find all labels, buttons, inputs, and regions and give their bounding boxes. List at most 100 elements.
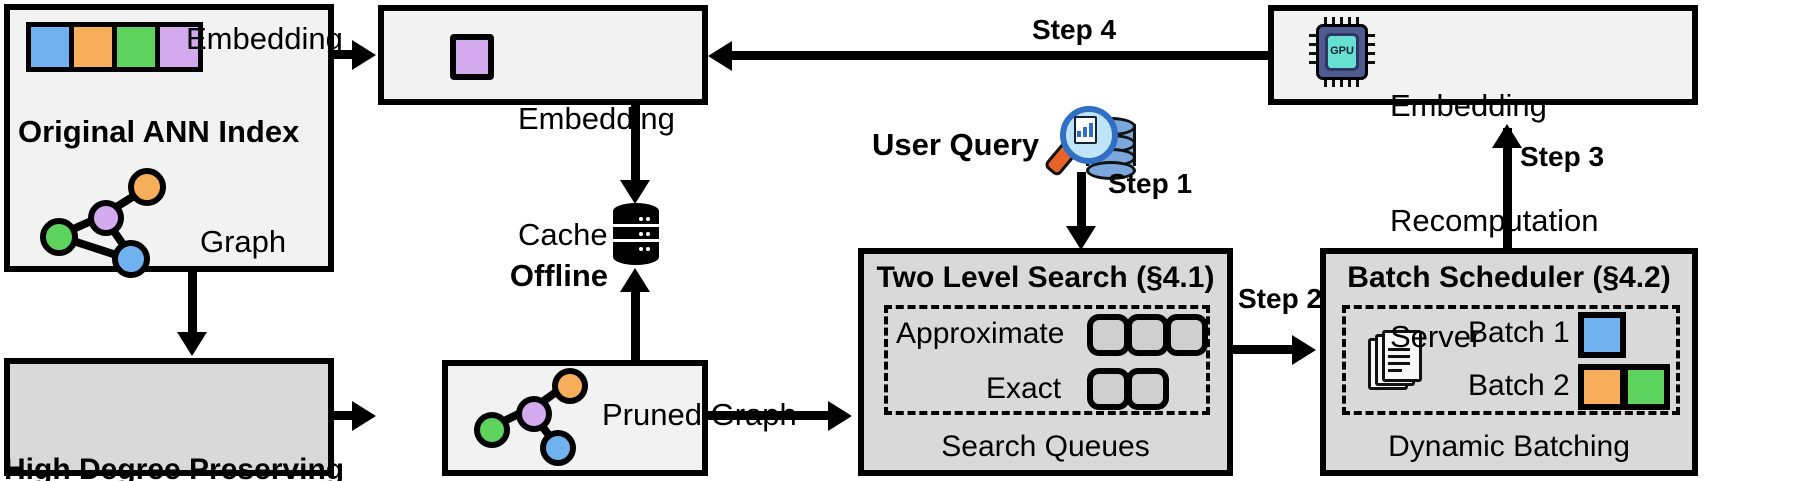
- chip-pin: [1348, 79, 1351, 87]
- chip-pin: [1367, 43, 1375, 46]
- query-chart-bar: [1083, 127, 1087, 137]
- arrow-step2-line: [1233, 345, 1299, 354]
- search-queues-footer: Search Queues: [941, 430, 1150, 463]
- chip-pin: [1340, 79, 1343, 87]
- chip-pin: [1356, 79, 1359, 87]
- embedding-cache-swatch: [450, 34, 494, 80]
- documents-icon: [1368, 330, 1424, 392]
- chip-pin: [1367, 34, 1375, 37]
- recomputation-server-line3: Server: [1390, 318, 1482, 354]
- document-text-line: [1388, 355, 1410, 358]
- arrow-step1-line: [1077, 172, 1086, 234]
- graph-pruning-box: [4, 358, 334, 476]
- arrow-step3-line: [1503, 128, 1512, 250]
- chip-pin: [1348, 17, 1351, 25]
- graph-pruning-title: High Degree Preserving Graph Pruning (§5…: [4, 374, 345, 481]
- chip-gpu-text: GPU: [1330, 45, 1354, 57]
- database-cylinder-icon: [613, 203, 659, 265]
- embedding-cell-orange: [74, 27, 117, 67]
- two-level-search-title: Two Level Search (§4.1): [876, 261, 1215, 294]
- query-db-ring: [1086, 161, 1136, 180]
- arrow-pruning-to-pruned-head: [352, 401, 376, 431]
- dynamic-batching-dashed-area: [1342, 305, 1680, 415]
- graph-node-purple: [516, 396, 552, 432]
- chip-pin: [1309, 34, 1317, 37]
- search-row-exact-label: Exact: [986, 372, 1062, 405]
- batch-2-cell-green: [1622, 364, 1670, 410]
- recomputation-server-line2: Recomputation: [1390, 203, 1599, 239]
- embedding-cell-green: [117, 27, 160, 67]
- arrow-pruned-to-storage-line: [631, 290, 640, 362]
- graph-pruning-line1: High Degree Preserving: [4, 452, 345, 481]
- arrow-pruned-to-storage-head: [620, 268, 650, 292]
- chip-pin: [1324, 79, 1327, 87]
- cylinder-dot: [646, 217, 650, 221]
- chip-pin: [1332, 17, 1335, 25]
- approximate-queue-slot: [1087, 314, 1130, 356]
- chip-pin: [1367, 61, 1375, 64]
- original-graph-icon: [40, 168, 166, 278]
- original-ann-index-title: Original ANN Index: [18, 114, 300, 149]
- batch-1-label: Batch 1: [1468, 316, 1570, 349]
- chip-die: [1325, 33, 1359, 71]
- chip-pin: [1309, 43, 1317, 46]
- graph-node-blue: [112, 240, 150, 278]
- graph-node-purple: [88, 200, 124, 236]
- embedding-vector-swatch: [26, 22, 203, 72]
- exact-queue-slot: [1087, 368, 1130, 410]
- arrow-pruning-to-pruned-line: [334, 411, 364, 420]
- arrow-index-to-cache-line: [334, 50, 364, 59]
- batch-scheduler-title: Batch Scheduler (§4.2): [1347, 261, 1671, 294]
- approximate-queue-slot: [1165, 314, 1208, 356]
- cylinder-dot: [639, 232, 643, 236]
- document-text-line: [1388, 348, 1410, 351]
- approximate-queue-slot: [1126, 314, 1169, 356]
- cylinder-ring: [613, 224, 659, 227]
- arrow-pruned-to-search-line: [708, 411, 836, 420]
- chip-pin: [1332, 79, 1335, 87]
- arrow-step2-head: [1292, 335, 1316, 365]
- embedding-cache-title-line1: Embedding: [518, 100, 675, 136]
- graph-node-orange: [128, 168, 166, 206]
- embedding-cell-blue: [31, 27, 74, 67]
- step-2-label: Step 2: [1238, 283, 1323, 314]
- arrow-step4-head: [708, 41, 732, 71]
- embedding-cache-title-line2: Cache: [518, 216, 608, 252]
- recomputation-server-title: Embedding Recomputation Server: [1390, 10, 1599, 433]
- arrow-step1-head: [1066, 226, 1096, 250]
- gpu-chip-icon: GPU: [1309, 17, 1375, 87]
- embedding-cache-title: Embedding Cache: [518, 22, 675, 332]
- graph-label: Graph: [200, 224, 287, 259]
- step-3-label: Step 3: [1520, 141, 1605, 172]
- chip-pin: [1367, 52, 1375, 55]
- embedding-cell-purple: [160, 27, 198, 67]
- arrow-pruned-to-search-head: [828, 401, 852, 431]
- cylinder-dot: [646, 247, 650, 251]
- cylinder-dot: [646, 232, 650, 236]
- arrow-step4-line: [730, 51, 1268, 60]
- arrow-step3-head: [1492, 124, 1522, 148]
- embedding-cache-box: [378, 5, 708, 105]
- chip-pin: [1356, 17, 1359, 25]
- two-level-search-box: [858, 248, 1233, 476]
- exact-queue-slot: [1126, 368, 1169, 410]
- batch-2-label: Batch 2: [1468, 369, 1570, 402]
- query-chart-bar: [1077, 131, 1081, 137]
- chip-pin: [1309, 61, 1317, 64]
- document-text-line: [1388, 362, 1410, 365]
- cylinder-ring: [613, 239, 659, 242]
- chip-pin: [1324, 17, 1327, 25]
- graph-node-blue: [540, 430, 576, 466]
- arrow-index-to-pruning-head: [177, 332, 207, 356]
- batch-1-cell-blue: [1578, 312, 1626, 358]
- arrow-index-to-cache-head: [352, 40, 376, 70]
- cylinder-dot: [639, 217, 643, 221]
- magnifier-database-icon: [1043, 104, 1136, 180]
- recomputation-server-box: [1268, 5, 1698, 105]
- step-4-label: Step 4: [1032, 14, 1117, 45]
- offline-storage-line1: Offline: [509, 258, 608, 294]
- dynamic-batching-footer: Dynamic Batching: [1388, 430, 1630, 463]
- pruned-graph-icon: [468, 368, 588, 468]
- recomputation-server-line1: Embedding: [1390, 87, 1547, 123]
